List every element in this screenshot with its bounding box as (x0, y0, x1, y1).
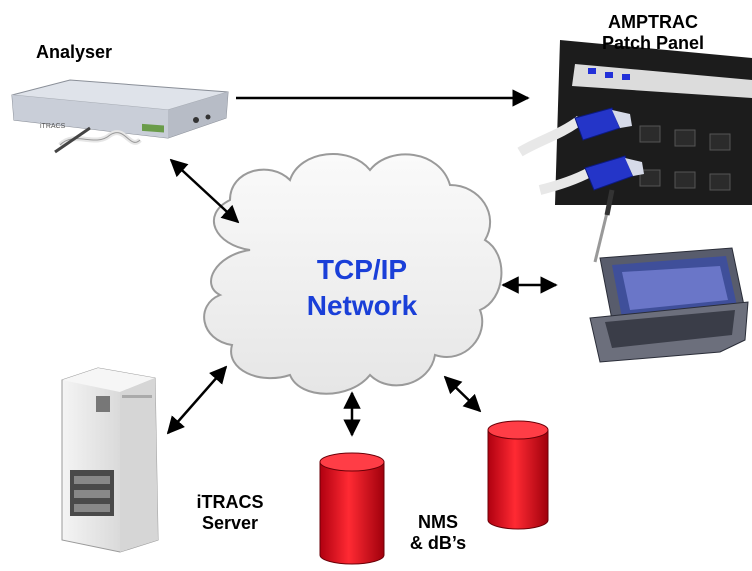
arrow-network-database-2 (443, 375, 482, 413)
patch-panel-label-line2: Patch Panel (601, 33, 705, 53)
analyser-label: Analyser (36, 42, 113, 62)
network-label-line2: Network (306, 290, 418, 321)
cloud-icon (203, 153, 503, 395)
server-label-line2: Server (201, 513, 259, 533)
nms-label-line1: NMS (418, 512, 458, 532)
network-label: TCP/IP Network (282, 252, 442, 324)
database-icon (487, 420, 549, 530)
laptop-icon (589, 189, 749, 363)
connection-arrows (166, 89, 558, 437)
nms-label-line2: & dB’s (409, 533, 467, 553)
patch-panel-label: AMPTRAC Patch Panel (578, 12, 728, 54)
svg-text:iTRACS: iTRACS (40, 123, 66, 130)
arrow-analyser-network (169, 158, 240, 224)
network-label-line1: TCP/IP (316, 254, 408, 285)
analyser-device-icon: iTRACS (11, 79, 229, 154)
patch-panel-label-line1: AMPTRAC (608, 12, 698, 32)
server-label-line1: iTRACS (196, 492, 264, 512)
arrow-network-server (166, 365, 228, 435)
patch-panel-icon (517, 40, 752, 205)
server-tower-icon (61, 367, 159, 553)
server-label: iTRACS Server (185, 492, 275, 534)
database-icon (319, 452, 385, 565)
nms-label: NMS & dB’s (398, 512, 478, 554)
